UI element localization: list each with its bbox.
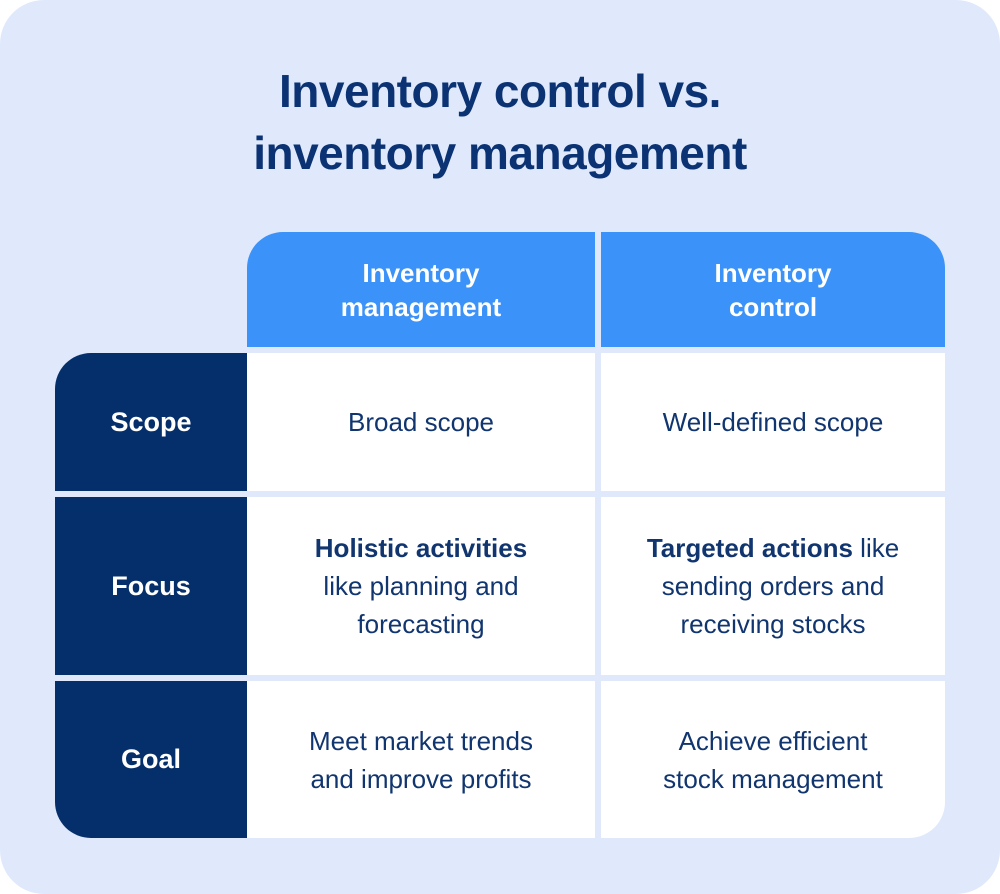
column-header-inventory-control: Inventory control xyxy=(601,232,945,347)
cell-focus-control-bold: Targeted actions xyxy=(646,533,853,563)
page-title: Inventory control vs. inventory manageme… xyxy=(0,60,1000,184)
row-header-scope: Scope xyxy=(55,353,247,491)
row-header-goal: Goal xyxy=(55,681,247,838)
cell-scope-management-text: Broad scope xyxy=(348,407,494,437)
cell-scope-control-text: Well-defined scope xyxy=(662,407,884,437)
row-header-focus-label: Focus xyxy=(111,570,191,601)
row-header-focus: Focus xyxy=(55,497,247,675)
page-title-line-2: inventory management xyxy=(253,127,747,179)
page-title-line-1: Inventory control vs. xyxy=(279,65,721,117)
cell-focus-management-line-1: Holistic activities xyxy=(315,529,527,567)
cell-focus-management-line-2: like planning and xyxy=(323,571,519,601)
cell-goal-management: Meet market trends and improve profits xyxy=(247,681,595,838)
cell-focus-management-line-3: forecasting xyxy=(357,609,485,639)
cell-goal-management-line-1: Meet market trends xyxy=(309,725,533,756)
cell-focus-control-line-2: sending orders and xyxy=(661,571,885,601)
column-header-inventory-management: Inventory management xyxy=(247,232,595,347)
column-header-management-line-2: management xyxy=(340,291,502,322)
cell-scope-control: Well-defined scope xyxy=(601,353,945,491)
cell-focus-control-line-1: Targeted actions like xyxy=(647,529,899,567)
column-header-control-line-1: Inventory xyxy=(714,257,832,288)
comparison-table: Inventory management Inventory control S… xyxy=(55,232,945,838)
cell-goal-control-line-1: Achieve efficient xyxy=(678,725,868,756)
cell-focus-management: Holistic activities like planning and fo… xyxy=(247,497,595,675)
cell-scope-management: Broad scope xyxy=(247,353,595,491)
row-header-scope-label: Scope xyxy=(110,406,192,437)
row-header-goal-label: Goal xyxy=(120,744,181,774)
column-header-control-line-2: control xyxy=(728,291,818,322)
column-header-management-line-1: Inventory xyxy=(362,257,480,288)
cell-focus-control-line-1-rest: like xyxy=(852,533,900,563)
cell-goal-management-line-2: and improve profits xyxy=(310,763,532,794)
cell-focus-control: Targeted actions like sending orders and… xyxy=(601,497,945,675)
cell-focus-control-line-3: receiving stocks xyxy=(680,609,866,639)
cell-goal-control-line-2: stock management xyxy=(663,763,883,794)
cell-focus-management-bold: Holistic activities xyxy=(314,533,528,563)
cell-goal-control: Achieve efficient stock management xyxy=(601,681,945,838)
